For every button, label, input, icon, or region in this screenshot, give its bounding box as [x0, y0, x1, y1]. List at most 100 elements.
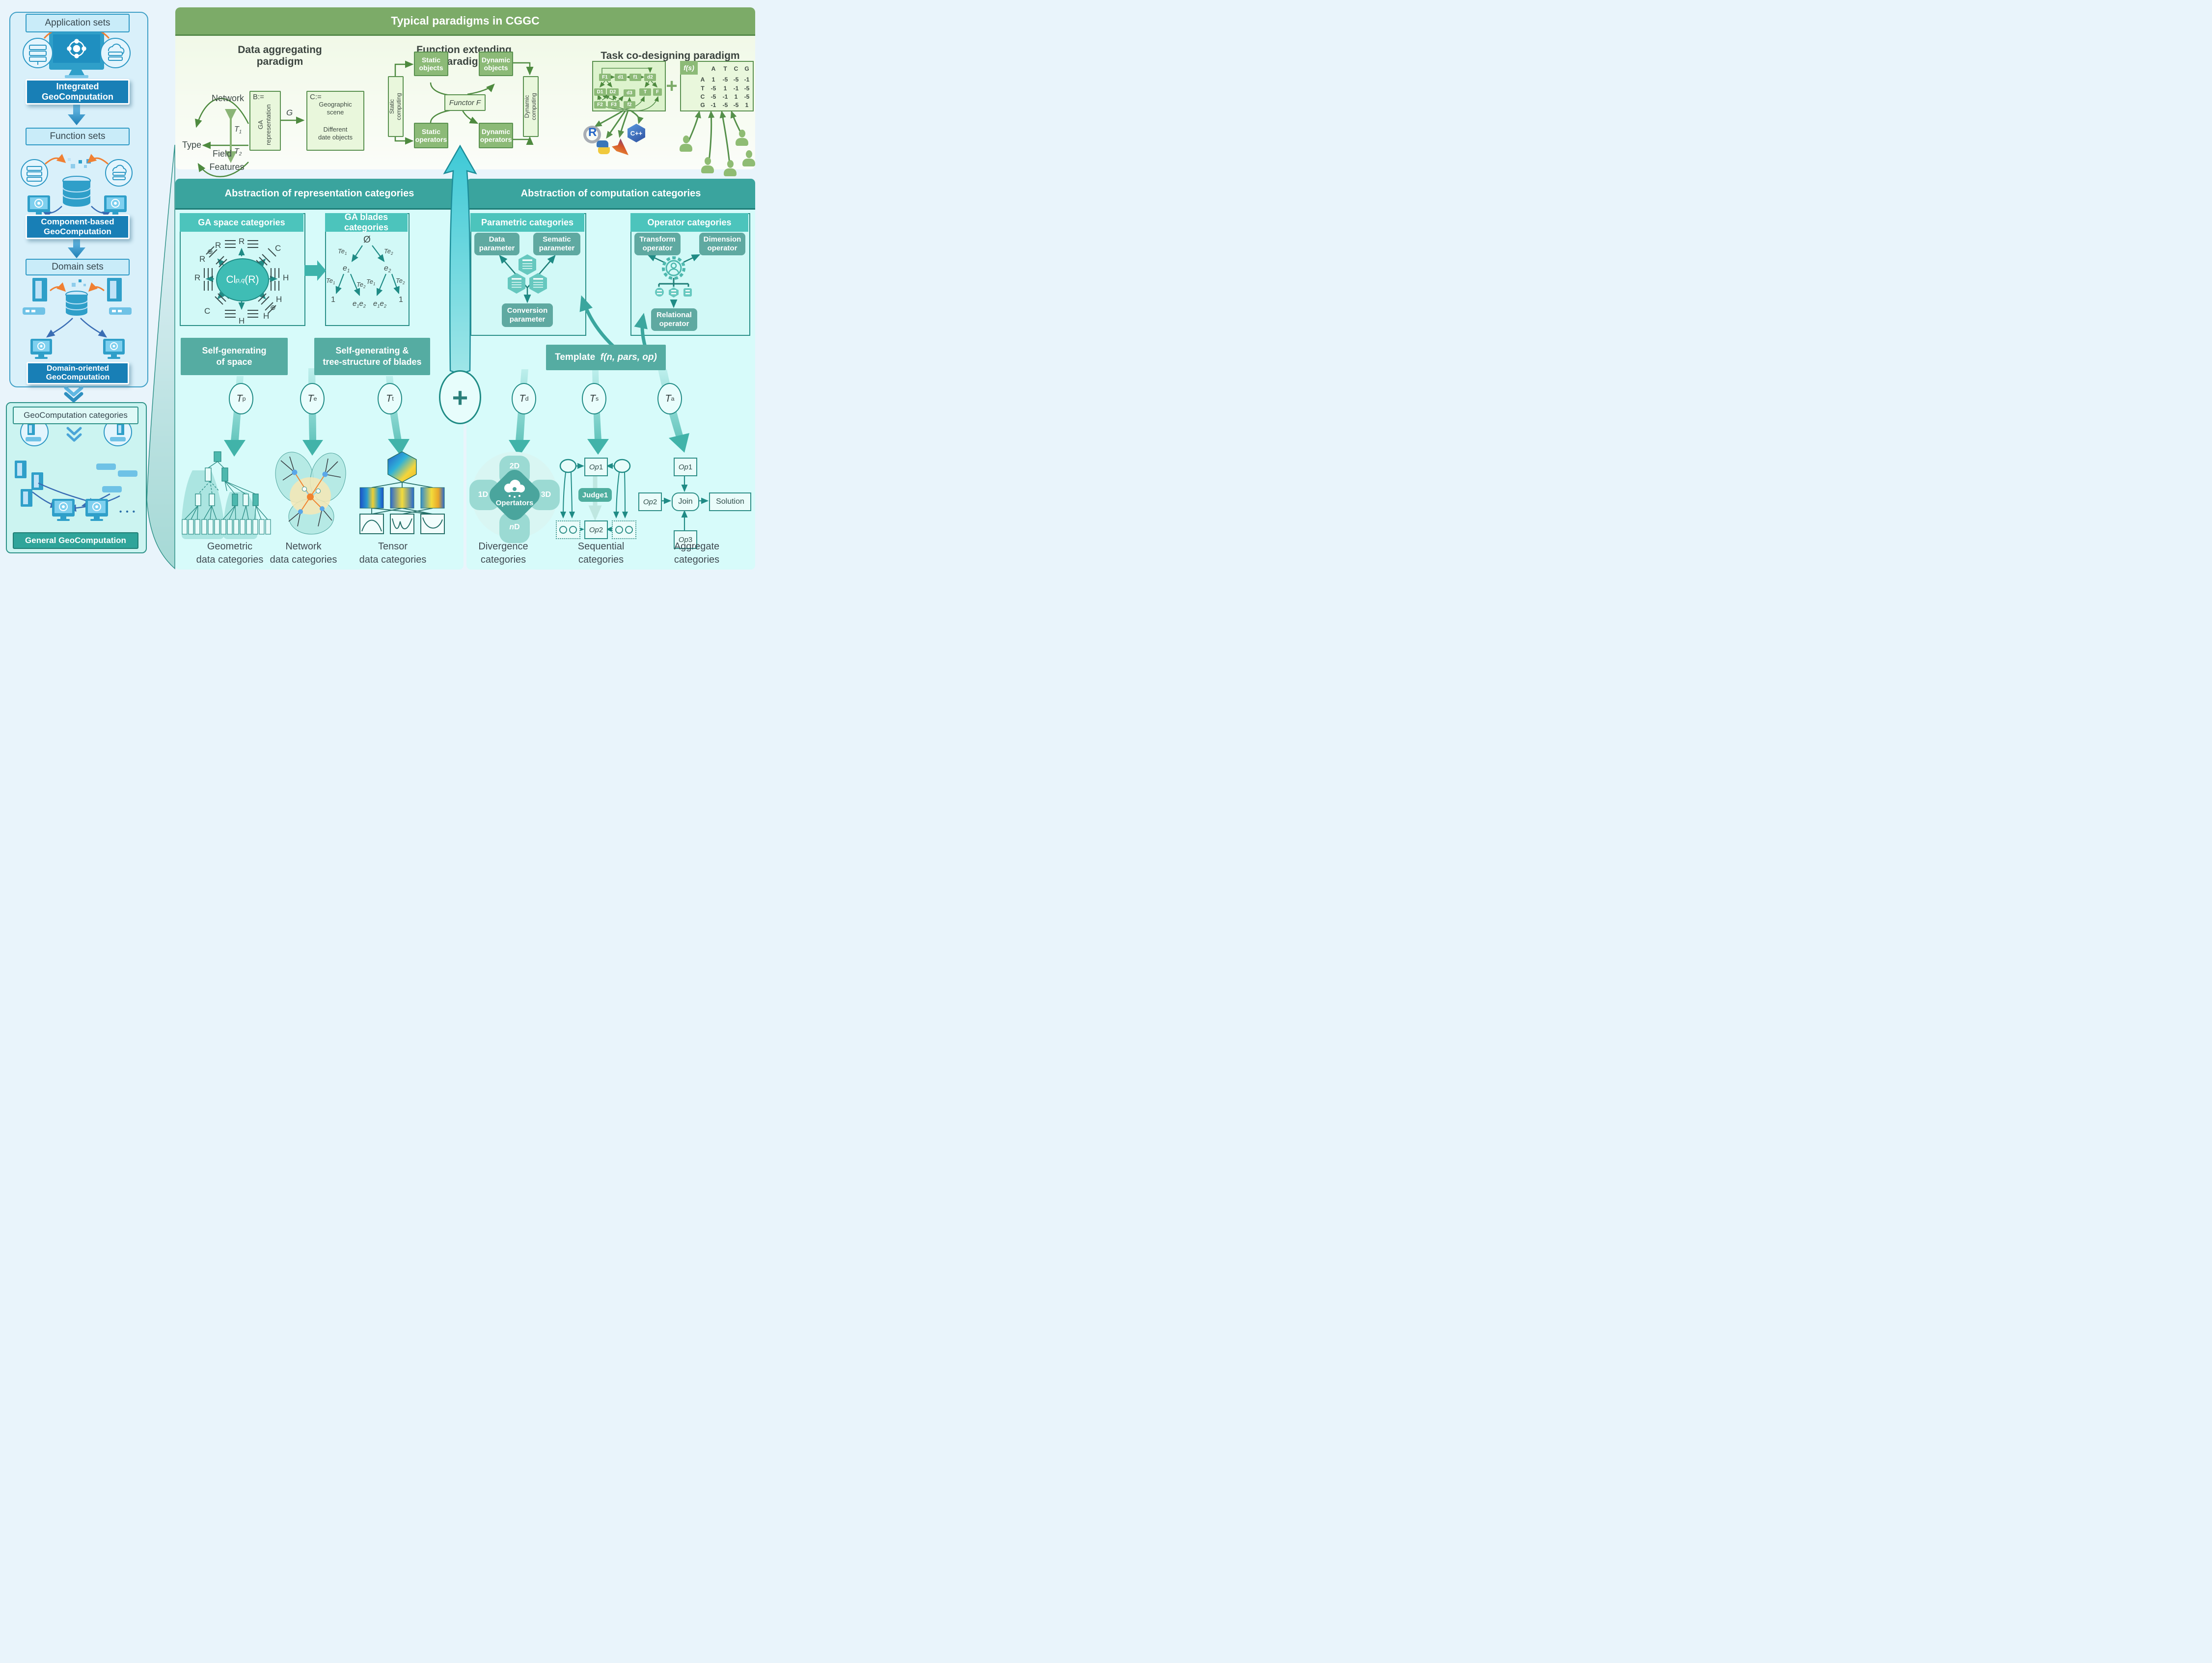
geometric-tree: [182, 451, 271, 539]
field-label: Field: [212, 149, 232, 159]
general-geocomputation-button: General GeoComputation: [13, 532, 138, 549]
static-objects-box: Static objects: [414, 52, 448, 76]
person-icon: [724, 160, 737, 177]
dag-node-T: T: [639, 88, 651, 96]
operator-mini-icons: [655, 287, 692, 298]
t1-label: T1: [234, 125, 242, 135]
representation-header: Abstraction of representation categories: [175, 179, 464, 210]
ga-symbol-h-bottom: H: [239, 316, 245, 326]
python-logo: [596, 140, 610, 155]
solution-box: Solution: [709, 492, 751, 511]
item-circle: [559, 526, 567, 534]
oplus-icon: ⊕: [270, 303, 276, 311]
task-dag-nodes: F1 d1 f1 d2 D1 D2 T F d3 F2 F3 f2: [592, 61, 664, 109]
general-geocomputation-cluster: [15, 418, 137, 521]
network-graph: [275, 452, 346, 535]
oplus-icon: ⊕: [207, 247, 213, 255]
paradigms-title: Typical paradigms in CGGC: [391, 14, 540, 27]
function-extending-arrows: [394, 60, 534, 145]
blades-e2: e2: [384, 264, 391, 274]
c-assign: C:=: [310, 93, 322, 101]
substitution-matrix: f(s) A T C G A T C G 1 -5 -5 -1 -5 1 -1 …: [680, 61, 752, 109]
dag-node-D2: D2: [607, 88, 619, 96]
blades-e1e2: e1e2: [353, 300, 366, 309]
dynamic-objects-box: Dynamic objects: [479, 52, 513, 76]
server-icon: [29, 45, 47, 65]
divergence-1d-label: 1D: [478, 491, 489, 499]
ga-blades-header: GA blades categories: [325, 212, 408, 232]
task-matrix-box: [680, 61, 754, 111]
static-operators-box: Static operators: [414, 123, 448, 148]
dag-node-d2: d2: [644, 74, 656, 81]
plus-circle: +: [439, 370, 481, 424]
ga-symbol-h: H: [263, 311, 270, 321]
task-fanout-arrows: [594, 109, 743, 164]
ga-symbol-c-bl: C: [204, 306, 211, 316]
ga-symbol-r-left: R: [194, 273, 201, 282]
blades-e1e2: e1e2: [373, 300, 387, 309]
geographic-scene-box: C:= Geographic scene Different date obje…: [306, 91, 364, 151]
domain-oriented-button: Domain-oriented GeoComputation: [27, 362, 129, 384]
selfgen-blades-box: Self-generating &tree-structure of blade…: [314, 338, 430, 375]
parametric-hexagons: [508, 254, 547, 294]
item-circle: [625, 526, 633, 534]
dag-node-F3: F3: [608, 101, 620, 109]
ga-space-header: GA space categories: [180, 213, 303, 232]
blades-one: 1: [399, 296, 403, 304]
network-label: Network: [211, 93, 244, 103]
dag-node-d3: d3: [624, 89, 635, 97]
operator-header: Operator categories: [630, 213, 748, 232]
cloud-server-icon: [108, 43, 125, 61]
t2-label: T2: [234, 147, 242, 157]
chevron-down-arrow: [64, 386, 83, 403]
item-circle: [569, 526, 577, 534]
ga-symbol-h-right: H: [283, 273, 289, 282]
flow-arrow-1: [68, 105, 85, 125]
data-aggregating-heading: Data aggregating paradigm: [238, 44, 322, 67]
fs-tab: f(s): [680, 61, 698, 75]
functor-f-box: Functor F: [444, 94, 486, 111]
component-based-button: Component-based GeoComputation: [26, 215, 130, 239]
te1-label: Te1: [366, 278, 376, 286]
blades-one: 1: [331, 296, 335, 304]
application-cluster: [23, 24, 131, 78]
tensor-diagram: [359, 451, 445, 534]
template-box: Template f(n, pars, op): [546, 345, 666, 370]
join-box: Join: [672, 492, 699, 511]
opertators-label: Opertators: [495, 498, 534, 507]
ga-representation-box: B:= GA representation: [249, 91, 281, 151]
gear-orbit-icon: [67, 39, 86, 58]
diagram-canvas: Typical paradigms in CGGC Abstraction of…: [0, 0, 759, 571]
dag-node-F: F: [653, 88, 662, 96]
ga-symbol-h: H: [276, 295, 282, 304]
monitor-icon: [104, 195, 127, 217]
merge-up-arrow: [443, 144, 477, 375]
blades-root: Ø: [363, 235, 371, 245]
domain-sets-label: Domain sets: [26, 259, 130, 275]
type-label: Type: [182, 140, 201, 150]
dag-node-D1: D1: [594, 88, 606, 96]
g-label: G: [286, 108, 293, 117]
person-icon: [680, 136, 692, 152]
dag-node-d1: d1: [615, 74, 627, 81]
computation-title: Abstraction of computation categories: [520, 188, 701, 199]
person-icon: [742, 150, 755, 167]
dag-node-f2: f2: [624, 101, 635, 109]
flow-arrow-2: [68, 238, 85, 258]
application-sets-label: Application sets: [26, 14, 130, 32]
